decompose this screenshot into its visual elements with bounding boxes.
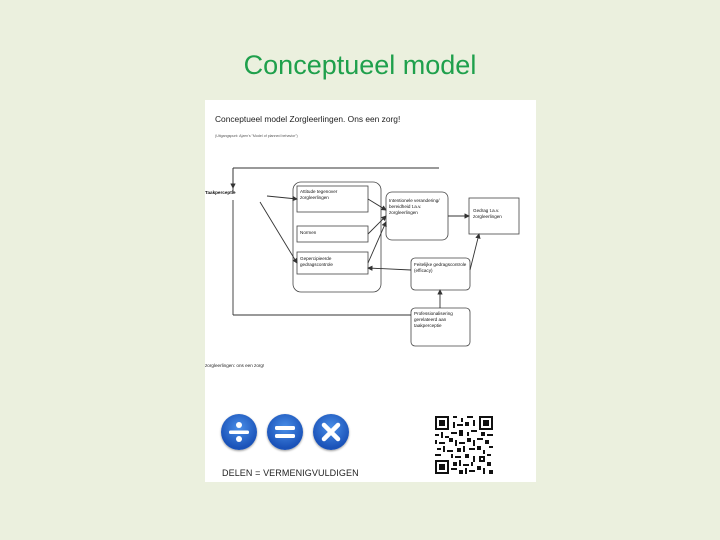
normen-label: Normen [300,230,317,235]
document-image: Conceptueel model Zorgleerlingen. Ons ee… [205,100,536,482]
caption: DELEN = VERMENIGVULDIGEN [222,468,359,478]
professionalisering-label: Professionalisering gerelateerd aan taak… [414,311,453,328]
intentie-label: Intentionele verandering/ bereidheid t.a… [389,198,440,215]
gedragscontrole-label: Gepercipieerde gedragscontrole [300,256,333,267]
footnote: zorgleerlingen: ons een zorg! [205,363,265,368]
equals-icon [267,414,303,450]
cognition-group-box [292,181,382,293]
feitelijke-label: Feitelijke gedragscontrole (efficacy) [414,262,467,273]
multiply-icon [313,414,349,450]
divide-icon [221,414,257,450]
document-subtitle: (Uitgangspunt: Ajzen's "Model of planned… [215,134,298,138]
attitude-label: Attitude tegenover zorgleerlingen [300,189,338,200]
qr-code-icon [435,416,493,474]
gedrag-label: Gedrag t.a.v. zorgleerlingen [473,208,502,219]
document-title: Conceptueel model Zorgleerlingen. Ons ee… [215,114,401,124]
diagram [230,167,520,347]
professionalisering-box [410,307,471,347]
taakperceptie-label: Taakperceptie [205,190,236,195]
slide-title: Conceptueel model [243,50,477,80]
